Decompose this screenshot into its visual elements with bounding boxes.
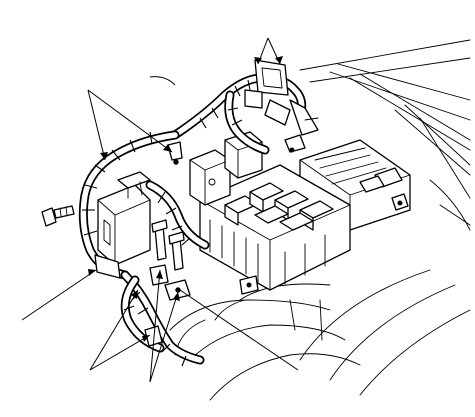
- junction-block: [189, 131, 351, 291]
- center-harness: [145, 180, 210, 271]
- left-connector: [94, 171, 151, 279]
- upper-harness: [170, 59, 319, 155]
- callout-bottom-middle: [149, 269, 180, 383]
- callout-bottom-left: [89, 289, 151, 371]
- callout-upper-left: [87, 89, 173, 161]
- lower-harness: [120, 264, 205, 367]
- callout-lower-left: [21, 269, 97, 321]
- callout-top-right: [254, 37, 283, 65]
- callout-center-diagonal: [149, 76, 299, 371]
- ground-terminals: [239, 193, 409, 295]
- body-curves: [169, 269, 471, 401]
- left-bolt: [41, 205, 75, 227]
- fender-lines: [299, 39, 471, 231]
